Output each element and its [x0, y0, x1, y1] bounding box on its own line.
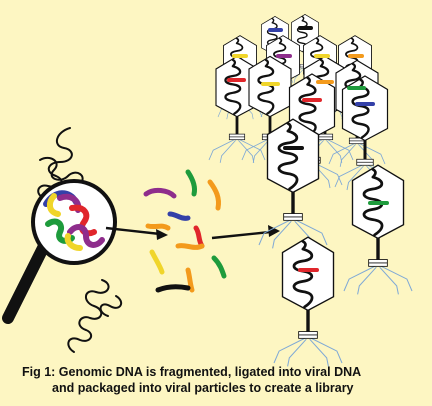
figure-caption-line-1: Fig 1: Genomic DNA is fragmented, ligate… [22, 365, 362, 379]
arrow-icon [211, 225, 280, 240]
figure-caption-line-2: and packaged into viral particles to cre… [52, 381, 354, 395]
dna-strand-icon [167, 211, 191, 221]
magnifying-glass-icon [2, 179, 117, 324]
dna-fragments [143, 169, 227, 293]
dna-strand-icon [175, 243, 205, 250]
dna-strand-icon [149, 249, 165, 275]
dna-strand-icon [207, 179, 221, 211]
phage-inserts [227, 26, 389, 272]
dna-strand-icon [143, 187, 177, 199]
dna-strand-icon [155, 284, 191, 293]
dna-strand-icon [185, 169, 197, 197]
dna-strand-icon [145, 223, 171, 231]
dna-strand-icon [185, 267, 195, 293]
arrow-icon [105, 226, 168, 240]
dna-strand-icon [211, 255, 227, 279]
